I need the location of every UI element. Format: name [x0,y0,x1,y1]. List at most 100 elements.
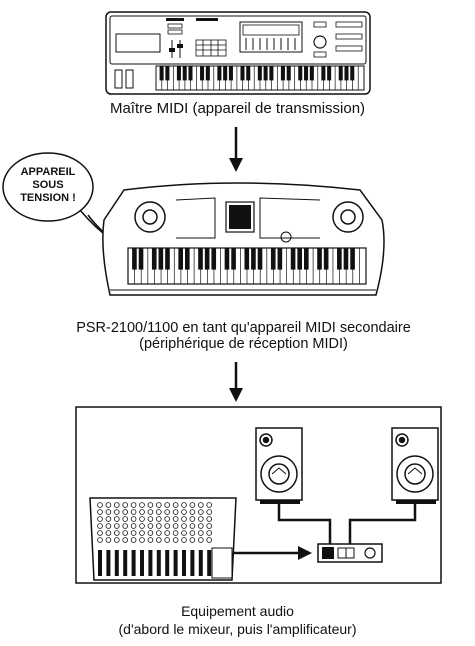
mixer-knob [130,530,137,536]
mixer-knob [122,509,128,515]
mixer-knob [198,537,204,543]
mixer-knob [172,502,179,508]
mixer-knob [181,537,187,543]
mixer-knob [189,516,196,522]
mixer-knob [114,537,120,543]
mixer-fader [114,550,119,576]
mixer-channels [97,502,213,576]
mixer-knob [97,537,103,543]
mixer-knob [156,502,162,508]
mixer-knob [114,502,120,508]
mixer-knob [114,523,120,529]
mixer-knob [97,502,103,508]
speaker-cables [277,504,417,545]
audio-caption-line-1: Equipement audio [181,603,294,619]
audio-equipment-box [75,406,442,584]
mixer-knob [147,523,154,529]
mixer-knob [147,530,154,536]
mixer-knob [122,537,128,543]
mixer-knob [122,502,128,508]
mixer-knob [172,509,179,515]
mixer-knob [139,523,145,529]
bubble-line-1: APPAREIL [20,166,76,178]
mixer-knob [172,523,179,529]
mixer-knob [198,523,204,529]
mixer-knob [147,537,154,543]
master-caption-text: Maître MIDI (appareil de transmission) [109,100,366,117]
mixer-knob [130,509,137,515]
mixer-knob [206,502,213,508]
mixer-knob [198,530,204,536]
audio-caption-line-2: (d'abord le mixeur, puis l'amplificateur… [118,621,357,637]
slave-caption-line-2: (périphérique de réception MIDI) [139,336,348,352]
mixer-knob [139,530,145,536]
mixer-knob [198,502,204,508]
mixer-fader [173,550,178,576]
mixer [89,497,237,581]
mixer-knob [181,530,187,536]
mixer-knob [122,530,128,536]
mixer-knob [156,516,162,522]
mixer-knob [181,523,187,529]
mixer-knob [147,509,154,515]
mixer-knob [105,523,112,529]
mixer-knob [172,530,179,536]
slave-caption: PSR-2100/1100 en tant qu'appareil MIDI s… [6,320,475,352]
mixer-knob [164,537,171,543]
mixer-knob [105,537,112,543]
arrow-slave-to-audio [229,362,243,402]
mixer-fader [182,550,186,576]
mixer-knob [105,516,112,522]
mixer-knob [181,509,187,515]
slave-keyboard [102,182,385,296]
mixer-knob [139,509,145,515]
mixer-knob [139,516,145,522]
mixer-knob [172,516,179,522]
mixer-fader [156,550,161,576]
master-keys [155,66,359,90]
mixer-knob [147,502,154,508]
mixer-knob [164,523,171,529]
audio-caption: Equipement audio (d'abord le mixeur, pui… [0,602,475,638]
mixer-fader [165,550,170,576]
mixer-fader [106,550,111,576]
mixer-knob [164,516,171,522]
mixer-knob [114,509,120,515]
mixer-knob [164,502,171,508]
mixer-fader [148,550,153,576]
bubble-text: APPAREIL SOUS TENSION ! [8,166,88,205]
mixer-knob [122,523,128,529]
mixer-knob [206,509,213,515]
mixer-knob [181,502,187,508]
mixer-knob [139,502,145,508]
mixer-fader [98,550,102,576]
mixer-knob [97,516,103,522]
mixer-knob [198,516,204,522]
mixer-knob [156,509,162,515]
mixer-knob [206,530,213,536]
mixer-knob [130,523,137,529]
mixer-knob [156,523,162,529]
mixer-fader [190,550,195,576]
mixer-knob [206,523,213,529]
bubble-line-3: TENSION ! [20,192,76,204]
mixer-knob [156,530,162,536]
mixer-knob [130,516,137,522]
speaker-left [255,427,303,504]
mixer-knob [206,516,213,522]
mixer-knob [172,537,179,543]
mixer-fader [207,550,212,576]
mixer-knob [181,516,187,522]
master-caption: Maître MIDI (appareil de transmission) [0,100,475,118]
mixer-knob [198,509,204,515]
mixer-knob [189,523,196,529]
mixer-knob [105,502,112,508]
mixer-fader [123,550,128,576]
mixer-knob [105,530,112,536]
speaker-right [391,427,439,504]
mixer-knob [114,516,120,522]
mixer-knob [139,537,145,543]
amplifier [317,543,383,563]
mixer-knob [164,509,171,515]
